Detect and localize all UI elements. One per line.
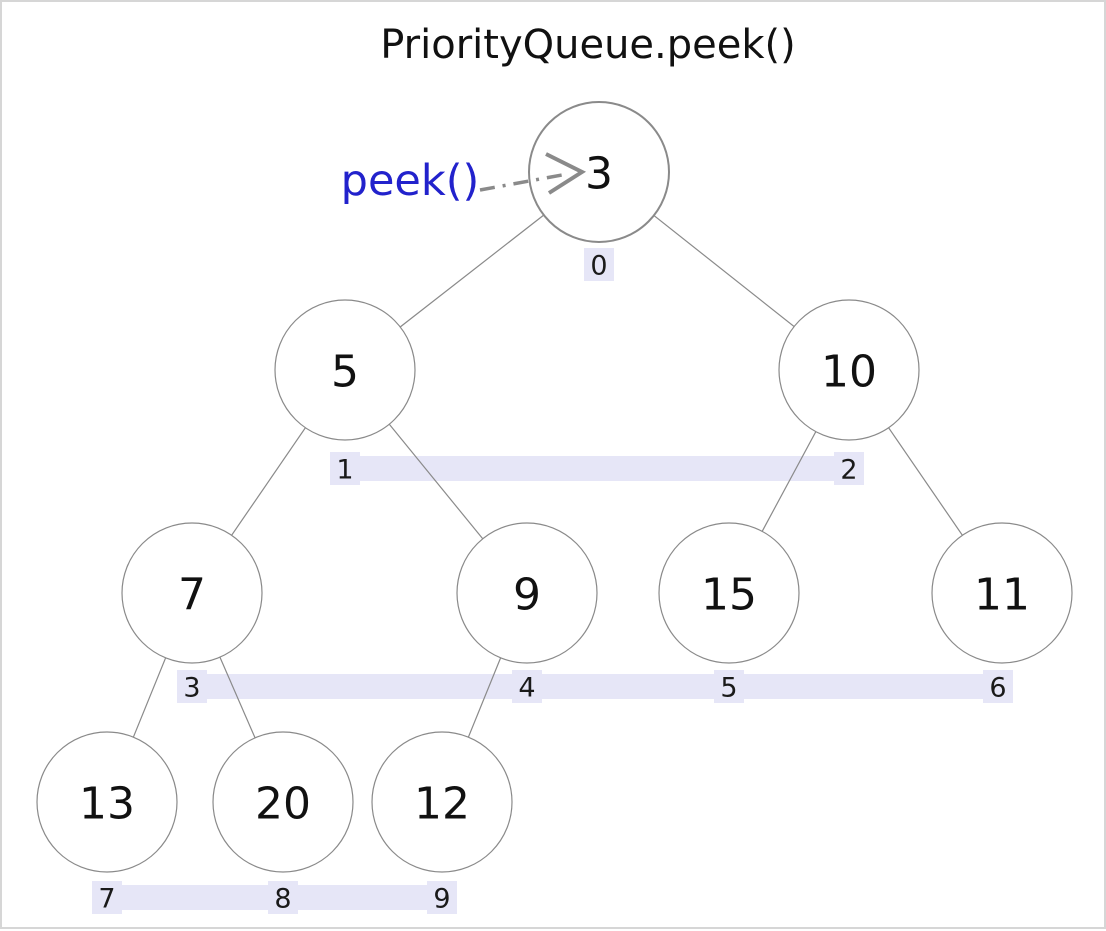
index-label-box-9 — [427, 881, 457, 914]
node-circle-9 — [371, 731, 513, 873]
index-label-box-0 — [584, 248, 614, 281]
node-value-2: 10 — [821, 347, 877, 398]
peek-annotation-label: peek() — [341, 156, 480, 206]
index-label-1: 1 — [336, 455, 353, 486]
node-value-3: 7 — [178, 570, 206, 621]
index-label-box-7 — [92, 881, 122, 914]
node-value-5: 15 — [701, 570, 757, 621]
index-band-level-2 — [185, 674, 1007, 699]
index-label-box-6 — [983, 670, 1013, 703]
index-label-8: 8 — [274, 884, 291, 915]
index-label-7: 7 — [98, 884, 115, 915]
index-label-box-1 — [330, 452, 360, 485]
index-label-5: 5 — [720, 673, 737, 704]
index-label-3: 3 — [183, 673, 200, 704]
node-circle-5 — [658, 522, 800, 664]
node-value-9: 12 — [414, 779, 470, 830]
index-label-6: 6 — [989, 673, 1006, 704]
node-value-4: 9 — [513, 570, 541, 621]
node-circle-2 — [778, 299, 920, 441]
index-label-0: 0 — [590, 251, 607, 282]
node-circle-4 — [456, 522, 598, 664]
index-label-box-4 — [512, 670, 542, 703]
node-circle-0 — [528, 101, 670, 243]
figure-title: PriorityQueue.peek() — [380, 22, 795, 68]
index-band-level-1 — [334, 456, 862, 481]
node-value-7: 13 — [79, 779, 135, 830]
node-value-8: 20 — [255, 779, 311, 830]
index-label-2: 2 — [840, 455, 857, 486]
index-label-box-8 — [268, 881, 298, 914]
node-circle-6 — [931, 522, 1073, 664]
node-circle-8 — [212, 731, 354, 873]
node-value-1: 5 — [331, 347, 359, 398]
node-circle-7 — [36, 731, 178, 873]
node-circle-1 — [274, 299, 416, 441]
index-label-9: 9 — [433, 884, 450, 915]
node-value-0: 3 — [585, 149, 613, 200]
index-label-box-3 — [177, 670, 207, 703]
index-label-box-5 — [714, 670, 744, 703]
node-circle-3 — [121, 522, 263, 664]
index-label-4: 4 — [518, 673, 535, 704]
node-value-6: 11 — [974, 570, 1030, 621]
peek-arrow-shaft — [479, 173, 563, 192]
peek-arrow-head-icon — [545, 152, 587, 195]
index-label-box-2 — [834, 452, 864, 485]
